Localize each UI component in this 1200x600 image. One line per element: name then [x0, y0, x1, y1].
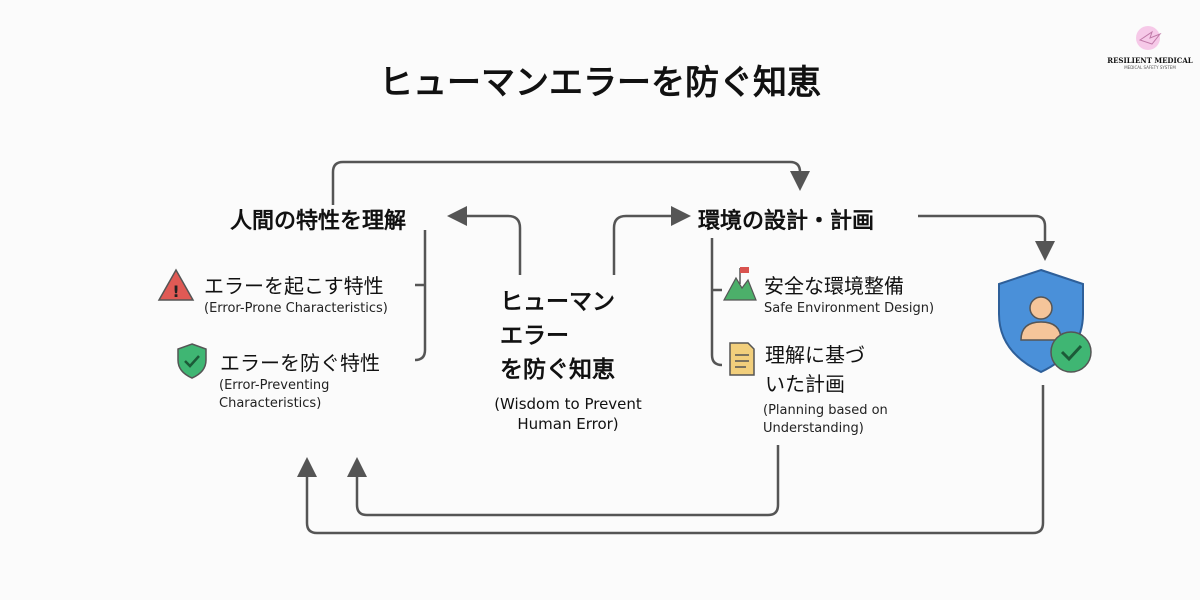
mountain-flag-icon — [722, 267, 757, 301]
page-title: ヒューマンエラーを防ぐ知恵 — [379, 63, 821, 103]
arrow-right-to-outcome — [918, 214, 1055, 261]
center-sub: (Wisdom to Prevent Human Error) — [494, 395, 642, 433]
safe-environment-label: 安全な環境整備 — [764, 274, 904, 298]
check-shield-icon — [177, 343, 207, 379]
left-bracket — [414, 230, 427, 362]
error-preventing-label: エラーを防ぐ特性 — [220, 351, 380, 375]
warning-triangle-icon: ! — [157, 268, 195, 301]
left-node-title: 人間の特性を理解 — [230, 209, 407, 234]
right-bracket — [710, 238, 723, 367]
arrow-center-to-left — [447, 206, 522, 275]
error-prone-label: エラーを起こす特性 — [204, 274, 384, 298]
document-scroll-icon — [729, 342, 755, 376]
planning-sub: (Planning based on Understanding) — [763, 403, 888, 436]
center-label: ヒューマン エラー を防ぐ知恵 — [500, 285, 615, 387]
arrow-bottom-outer — [297, 385, 1045, 535]
error-prone-sub: (Error-Prone Characteristics) — [204, 301, 388, 316]
logo-tagline: MEDICAL SAFETY SYSTEM — [1124, 65, 1176, 70]
center-line-3: を防ぐ知恵 — [500, 357, 615, 383]
logo-name: RESILIENT MEDICAL — [1107, 56, 1193, 65]
arrow-top-loop — [331, 160, 810, 205]
center-line-1: ヒューマン — [500, 289, 615, 315]
logo: RESILIENT MEDICAL MEDICAL SAFETY SYSTEM — [1100, 24, 1200, 71]
planning-label: 理解に基づいた計画 — [765, 343, 865, 396]
right-node-title: 環境の設計・計画 — [698, 209, 875, 234]
center-line-2: エラー — [500, 323, 569, 349]
arrow-center-to-right — [612, 206, 691, 275]
svg-text:!: ! — [172, 282, 179, 301]
arrow-bottom-inner — [347, 445, 780, 517]
user-shield-check-icon — [998, 268, 1092, 374]
error-preventing-sub: (Error-Preventing Characteristics) — [219, 378, 330, 411]
safe-environment-sub: Safe Environment Design) — [764, 301, 935, 316]
dove-logo-icon — [1136, 26, 1162, 50]
